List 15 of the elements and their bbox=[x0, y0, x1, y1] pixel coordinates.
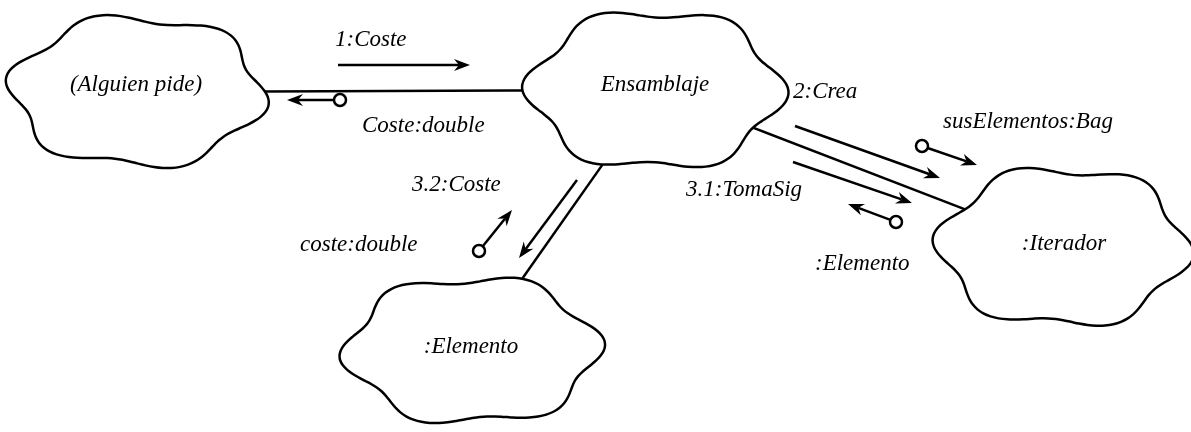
object-cloud bbox=[3, 12, 271, 172]
object-name: Ensamblaje bbox=[599, 71, 711, 97]
return-value-label: :Elemento bbox=[815, 251, 910, 274]
link-line bbox=[264, 89, 523, 93]
return-value-label: coste:double bbox=[300, 232, 418, 255]
link-line bbox=[752, 126, 966, 211]
return-value-label: Coste:double bbox=[362, 113, 485, 136]
object-name: (Alguien pide) bbox=[68, 71, 204, 97]
message-label: 3.2:Coste bbox=[412, 172, 501, 195]
message-label: 1:Coste bbox=[335, 27, 407, 50]
message-label: 2:Crea bbox=[793, 79, 858, 102]
object-name: :Iterador bbox=[1020, 230, 1108, 256]
object-name: :Elemento bbox=[422, 333, 520, 359]
message-label: 3.1:TomaSig bbox=[686, 177, 803, 200]
return-value-label: susElementos:Bag bbox=[943, 109, 1113, 132]
